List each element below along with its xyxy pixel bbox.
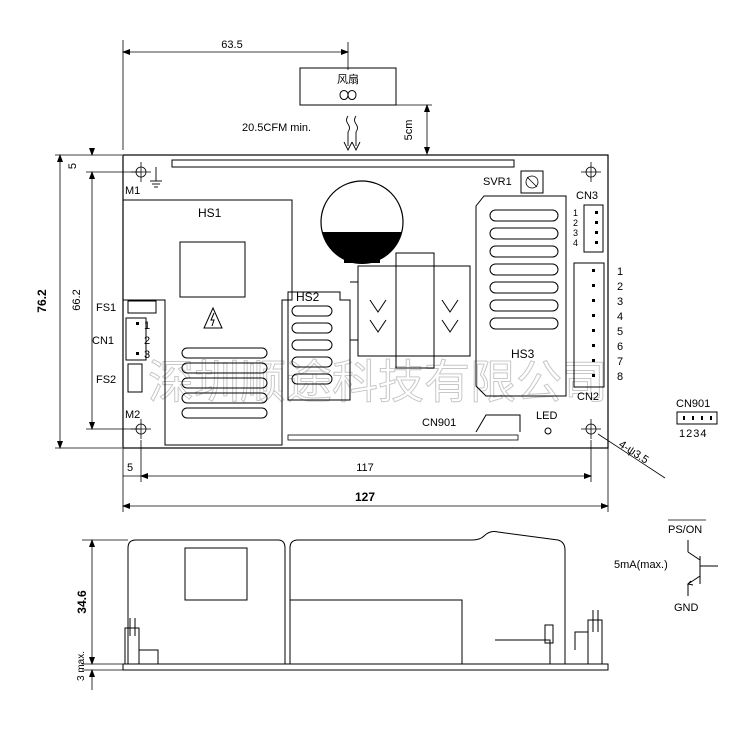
- ground-icon: [150, 167, 162, 188]
- mounting-hole-bottom-right: [581, 419, 601, 439]
- cn3-pin: 2: [573, 218, 578, 228]
- warning-icon: [203, 306, 223, 329]
- cn3-pin: 4: [573, 238, 578, 248]
- dim-left-vertical: [55, 148, 140, 449]
- ps-on-current: 5mA(max.): [614, 559, 668, 571]
- dim-side-height-label: 34.6: [75, 590, 89, 614]
- dim-top-margin-label: 5: [67, 163, 79, 169]
- heatsink-hs1: [123, 199, 293, 446]
- airflow-arrows-icon: [343, 115, 361, 152]
- heatsink-hs3: [475, 195, 567, 397]
- fuse-fs2: [127, 363, 143, 393]
- cn1-pin: 2: [144, 335, 150, 347]
- cn3-pin: 3: [573, 228, 578, 238]
- transformer: [350, 252, 471, 369]
- m1-label: M1: [125, 185, 140, 197]
- m2-label: M2: [125, 409, 140, 421]
- cn901-detail-title: CN901: [676, 398, 710, 410]
- fs2-label: FS2: [96, 374, 116, 386]
- led: [544, 427, 552, 435]
- cn2-pin: 2: [617, 281, 623, 293]
- mounting-hole-m2: [131, 419, 151, 439]
- mounting-hole-top-right: [581, 162, 601, 182]
- side-view: [122, 531, 609, 671]
- cn1-pin-marker: [136, 352, 139, 355]
- capacitor: [320, 180, 404, 264]
- hs2-fins: [291, 305, 333, 385]
- hs1-component: [179, 241, 246, 298]
- cn2-pin: 1: [617, 266, 623, 278]
- hs2-label: HS2: [296, 290, 320, 304]
- fs1-label: FS1: [96, 302, 116, 314]
- cn2-pin: 8: [617, 371, 623, 383]
- cn2-pin: 5: [617, 326, 623, 338]
- connector-cn1: [125, 317, 147, 361]
- dim-side-leads-label: 3 max.: [76, 651, 87, 681]
- fan-box: [299, 67, 397, 106]
- dim-width-total-label: 127: [355, 490, 375, 504]
- ps-on-ground: GND: [674, 602, 699, 614]
- bottom-bracket: [287, 434, 519, 441]
- hs1-label: HS1: [198, 206, 222, 220]
- dim-height-total-label: 76.2: [35, 289, 49, 313]
- transistor-icon: [686, 540, 718, 596]
- heatsink-hs2: [287, 291, 351, 401]
- led-label: LED: [536, 410, 557, 422]
- cn1-label: CN1: [92, 335, 114, 347]
- dim-fan-gap-label: 5cm: [403, 120, 415, 141]
- dim-fan-gap: [396, 104, 432, 155]
- cn3-pin: 1: [573, 208, 578, 218]
- dim-side-height: [82, 539, 128, 690]
- dim-bottom-horizontal: [122, 440, 609, 512]
- cn3-pin-markers: [595, 211, 598, 244]
- hole-spec-label: 4-ψ3.5: [616, 438, 650, 466]
- cn3-label: CN3: [576, 190, 598, 202]
- cn2-label: CN2: [577, 391, 599, 403]
- hs3-label: HS3: [511, 347, 535, 361]
- connector-cn2: [573, 262, 605, 388]
- top-bracket: [171, 159, 515, 168]
- cn2-pin: 3: [617, 296, 623, 308]
- cn2-pin: 7: [617, 356, 623, 368]
- trimmer-svr1: [520, 170, 544, 194]
- cn1-pin-marker: [136, 322, 139, 325]
- hole-spec-leader: [597, 433, 666, 479]
- dim-fan-offset-label: 63.5: [221, 39, 242, 51]
- dim-height-holes-label: 66.2: [71, 289, 83, 310]
- mounting-hole-m1: [131, 162, 151, 182]
- cn2-pin: 4: [617, 311, 623, 323]
- fan-icon: [339, 90, 357, 100]
- cn2-pin: 6: [617, 341, 623, 353]
- cn901-detail-pins-label: 1234: [679, 428, 707, 440]
- hs3-fins: [489, 209, 559, 330]
- cn901-detail-pins: [683, 416, 712, 420]
- cn1-pin: 1: [144, 320, 150, 332]
- dim-fan-offset: [122, 40, 349, 150]
- cn2-pin-markers: [592, 269, 595, 377]
- cn901-label: CN901: [422, 417, 456, 429]
- fan-label: 风扇: [337, 72, 359, 86]
- cn901-detail-connector: [676, 411, 718, 425]
- hs1-fins: [181, 347, 268, 419]
- pcb-outline: [122, 154, 609, 449]
- ps-on-label: PS/ON: [668, 524, 702, 536]
- dim-left-margin-label: 5: [127, 462, 133, 474]
- svr1-label: SVR1: [483, 176, 512, 188]
- fuse-fs1: [127, 300, 157, 314]
- connector-cn901: [475, 414, 521, 433]
- connector-cn3: [583, 204, 604, 253]
- watermark: 深圳顺途科技有限公司: [148, 355, 608, 409]
- trimmer-icon: [525, 175, 539, 189]
- dim-hole-span-label: 117: [356, 462, 374, 474]
- airflow-label: 20.5CFM min.: [242, 122, 311, 134]
- cn1-pin: 3: [144, 349, 150, 361]
